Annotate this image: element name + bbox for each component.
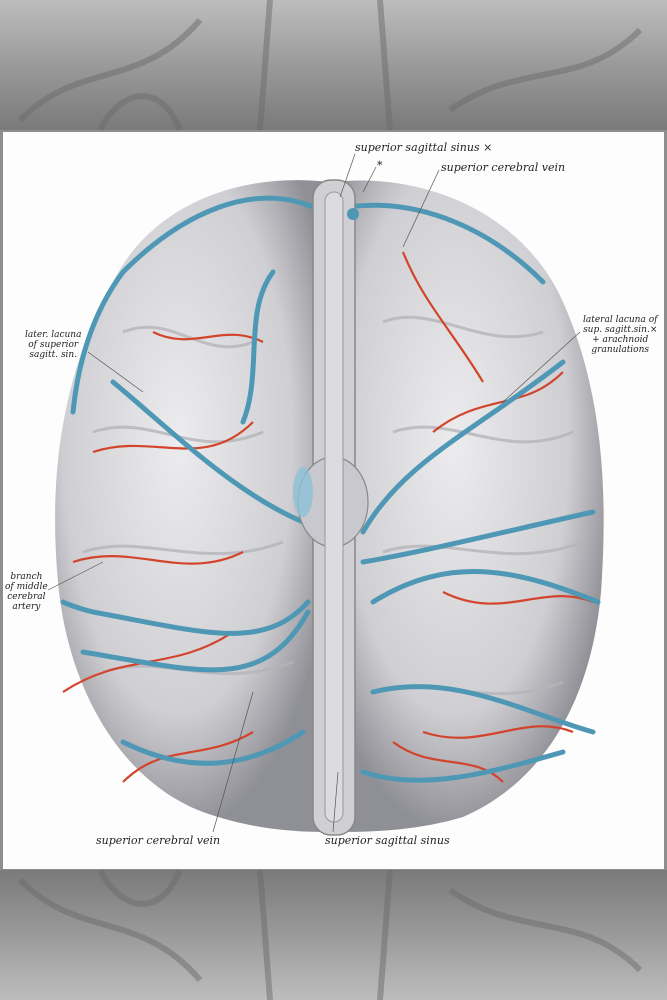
label-line: branch xyxy=(10,572,43,582)
blurred-brain-detail xyxy=(17,870,643,1000)
label-lateral-lacuna: lateral lacuna of sup. sagitt.sin.× + ar… xyxy=(583,315,657,355)
label-asterisk: * xyxy=(377,159,383,172)
label-line: cerebral xyxy=(7,592,46,602)
label-line: later. lacuna xyxy=(25,330,82,340)
veins xyxy=(60,195,601,783)
bottom-blurred-band xyxy=(0,870,667,1000)
label-branch-middle-cerebral-artery: branch of middle cerebral artery xyxy=(5,572,48,612)
label-superior-cerebral-vein-top: superior cerebral vein xyxy=(441,161,566,174)
leader-lines xyxy=(47,153,581,833)
label-line: + arachnoid xyxy=(592,335,649,345)
label-superior-cerebral-vein-bottom: superior cerebral vein xyxy=(96,834,221,847)
label-superior-sagittal-sinus-bottom: superior sagittal sinus xyxy=(325,834,450,847)
brain-illustration xyxy=(47,153,604,836)
label-superior-sagittal-sinus-top: superior sagittal sinus × xyxy=(355,141,493,154)
label-line: lateral lacuna of xyxy=(583,315,658,325)
label-line: sagitt. sin. xyxy=(29,350,78,360)
blurred-brain-detail xyxy=(17,0,643,130)
illustration-panel: superior sagittal sinus × * superior cer… xyxy=(3,132,664,869)
left-hemisphere xyxy=(55,180,328,832)
falx-midline xyxy=(293,179,369,836)
label-line: of superior xyxy=(28,340,79,350)
label-line: of middle xyxy=(5,582,48,592)
label-line: artery xyxy=(12,602,41,612)
label-later-lacuna: later. lacuna of superior sagitt. sin. xyxy=(25,330,81,360)
label-line: sup. sagitt.sin.× xyxy=(583,325,658,335)
label-line: granulations xyxy=(591,345,650,355)
top-blurred-band xyxy=(0,0,667,130)
right-hemisphere xyxy=(333,180,604,832)
